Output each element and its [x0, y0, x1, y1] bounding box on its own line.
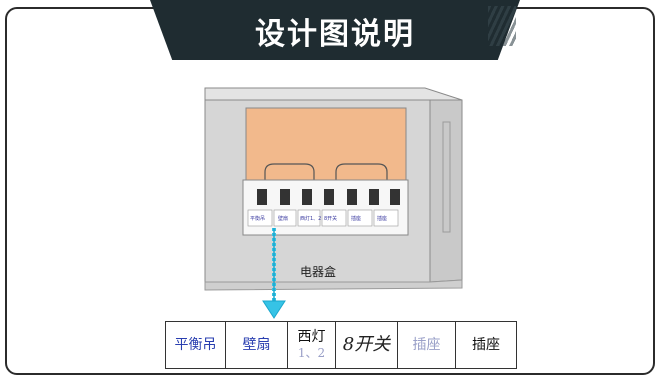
switch-toggle — [324, 189, 334, 205]
legend-cell-wall-fan: 壁扇 — [226, 322, 288, 368]
page-title: 设计图说明 — [255, 17, 415, 52]
legend-cell-eight-switch: 8开关 — [336, 322, 398, 368]
switch-label-1: 平衡吊 — [250, 215, 265, 222]
switch-label-2: 壁扇 — [278, 215, 288, 222]
switch-toggle — [302, 189, 312, 205]
legend-cell-socket-2: 插座 — [456, 322, 516, 368]
box-bottom-rim — [204, 279, 463, 291]
switch-toggle — [347, 189, 357, 205]
switch-toggle — [369, 189, 379, 205]
switch-label-box — [321, 209, 347, 227]
legend-cell-text-line2: 1、2 — [297, 346, 326, 361]
switch-label-3: 西灯1、2 — [300, 215, 321, 222]
legend-cell-west-light: 西灯 1、2 — [288, 322, 336, 368]
connector-right — [335, 163, 388, 180]
switch-label-box — [297, 209, 321, 227]
banner-stripes — [488, 6, 516, 46]
legend-cell-text: 插座 — [412, 336, 441, 353]
legend-table: 平衡吊 壁扇 西灯 1、2 8开关 插座 插座 — [165, 321, 517, 369]
switch-toggle — [257, 189, 267, 205]
switch-label-4: 8开关 — [324, 215, 337, 222]
switch-label-box — [373, 209, 399, 227]
switch-label-6: 插座 — [377, 215, 387, 222]
box-top-face — [204, 87, 463, 101]
box-side-slot — [442, 121, 451, 233]
box-right-side — [429, 99, 463, 283]
orange-panel — [245, 107, 407, 181]
connector-left — [264, 163, 315, 180]
legend-cell-text: 8开关 — [342, 334, 391, 356]
title-banner — [150, 0, 520, 60]
switch-label-box — [273, 209, 297, 227]
switch-toggle — [280, 189, 290, 205]
legend-cell-text: 插座 — [472, 336, 500, 353]
legend-cell-text-line1: 西灯 — [297, 329, 326, 346]
arrow-head — [262, 300, 286, 319]
switch-label-5: 插座 — [351, 215, 361, 222]
legend-cell-balance-light: 平衡吊 — [166, 322, 226, 368]
legend-cell-text: 平衡吊 — [174, 336, 217, 353]
switch-label-box — [347, 209, 373, 227]
switch-toggle — [390, 189, 400, 205]
electrical-box-label: 电器盒 — [300, 265, 337, 279]
legend-cell-text: 壁扇 — [242, 336, 271, 353]
switch-strip — [242, 179, 409, 236]
switch-label-box — [247, 209, 273, 227]
legend-cell-socket-1: 插座 — [398, 322, 456, 368]
